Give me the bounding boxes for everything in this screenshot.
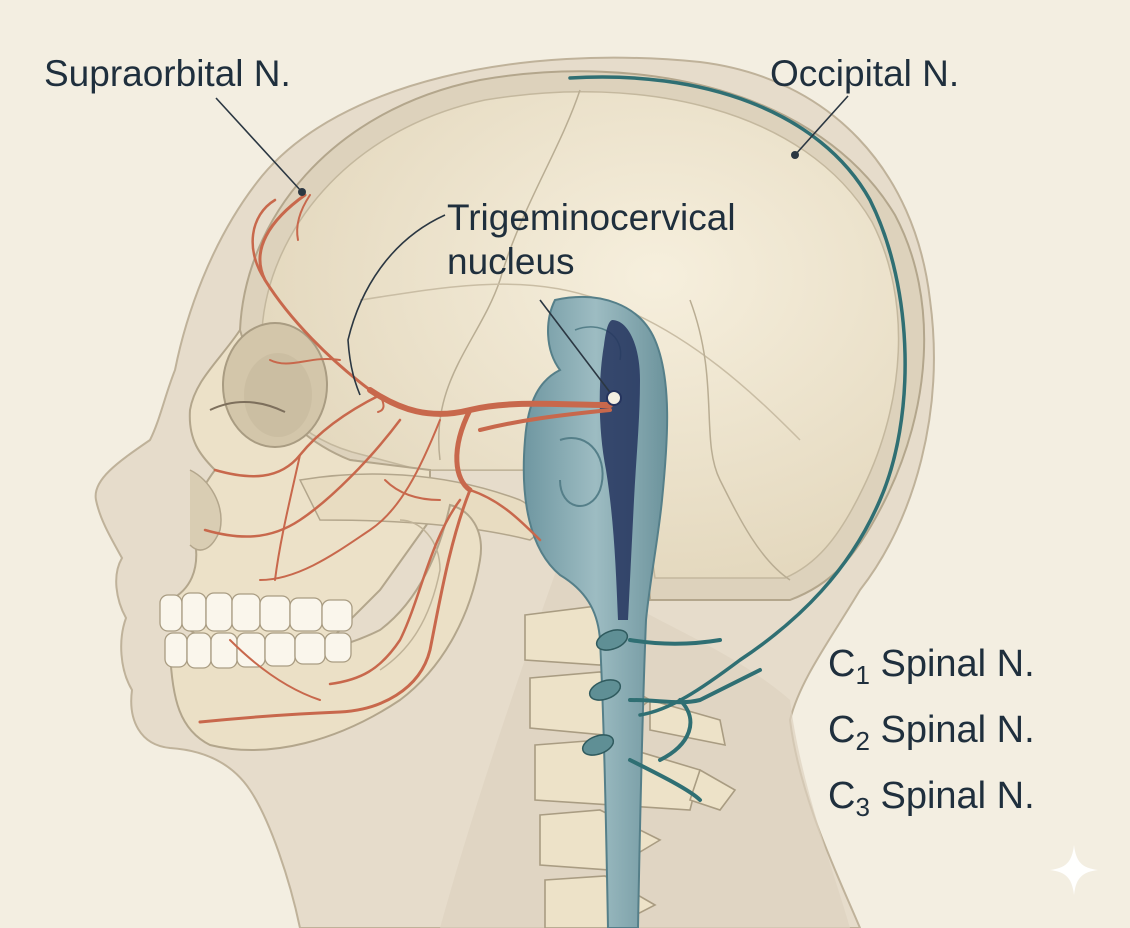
label-line: Trigeminocervical: [447, 197, 736, 238]
occipital-nerve: [568, 75, 907, 717]
spinal-nerve-roots: [628, 638, 762, 802]
leader-lines: [215, 95, 849, 396]
skull-suture: [689, 299, 791, 581]
dorsal-root-ganglia: [581, 629, 629, 756]
spinal-subscript: 1: [855, 660, 870, 690]
c1-spinal-nerve-label: C1 Spinal N.: [828, 642, 1035, 690]
trigeminal-nerve: [198, 193, 613, 724]
tooth: [259, 595, 291, 632]
eyelid: [209, 400, 286, 413]
tooth: [289, 597, 323, 632]
supraorbital-branch: [251, 198, 277, 282]
spinal-subscript: 3: [855, 792, 870, 822]
mandibular-branch: [198, 488, 472, 724]
supraorbital-nerve-label: Supraorbital N.: [44, 53, 291, 94]
label-line: nucleus: [447, 240, 575, 282]
tooth: [205, 592, 233, 632]
tooth: [181, 592, 207, 632]
nerve-branch: [229, 639, 321, 701]
nerve-branch: [377, 394, 385, 413]
tooth: [186, 632, 212, 669]
nerve-branch: [384, 479, 441, 501]
nerve-branch: [269, 358, 341, 365]
nerve-branch: [468, 488, 542, 542]
c2-root: [628, 668, 762, 705]
nucleus-marker: [606, 390, 622, 406]
tooth: [210, 632, 238, 669]
nerve-branch: [203, 418, 402, 538]
occipital-nerve-label: Occipital N.: [770, 53, 960, 94]
trigeminocervical-nucleus-label: Trigeminocervical nucleus: [447, 196, 736, 283]
leader-nucleus: [539, 299, 613, 396]
c1-root: [628, 638, 722, 646]
tooth: [294, 632, 326, 665]
mandibular-branch: [328, 498, 462, 686]
c3-spinal-nerve-label: C3 Spinal N.: [828, 774, 1035, 822]
leader-dot: [791, 151, 799, 159]
leader-occipital: [794, 95, 849, 156]
teeth: [159, 592, 353, 669]
spinal-text: Spinal N.: [880, 643, 1035, 685]
tooth: [324, 632, 352, 663]
leader-supraorbital: [215, 97, 303, 193]
tooth: [164, 632, 188, 668]
mandible-ramus: [379, 519, 441, 671]
tooth: [321, 599, 353, 632]
leader-dot: [298, 188, 306, 196]
tooth: [231, 593, 261, 632]
leader-trigeminocervical-curve: [347, 214, 446, 396]
brainstem-fold: [559, 437, 604, 507]
tooth: [264, 632, 296, 667]
nerve-trunk: [478, 408, 612, 432]
nerve-branch: [259, 419, 441, 581]
c3-root: [628, 698, 702, 802]
spinal-letter: C: [828, 709, 856, 751]
ganglion: [588, 679, 622, 701]
orbit-inner: [244, 353, 312, 437]
ganglion: [581, 734, 615, 756]
tooth: [159, 594, 183, 632]
skull-suture: [438, 89, 581, 461]
nerve-branch: [274, 454, 301, 581]
nerve-branch: [454, 407, 473, 493]
sparkle-icon: [1050, 845, 1098, 895]
supraorbital-branch: [296, 194, 311, 241]
ganglion: [595, 629, 629, 651]
spinal-letter: C: [828, 643, 856, 685]
spinal-subscript: 2: [855, 726, 870, 756]
nasal-cavity: [189, 469, 222, 551]
spinal-letter: C: [828, 775, 856, 817]
spinal-text: Spinal N.: [880, 775, 1035, 817]
c2-spinal-nerve-label: C2 Spinal N.: [828, 708, 1035, 756]
spinal-text: Spinal N.: [880, 709, 1035, 751]
vertebra-process: [649, 698, 727, 747]
